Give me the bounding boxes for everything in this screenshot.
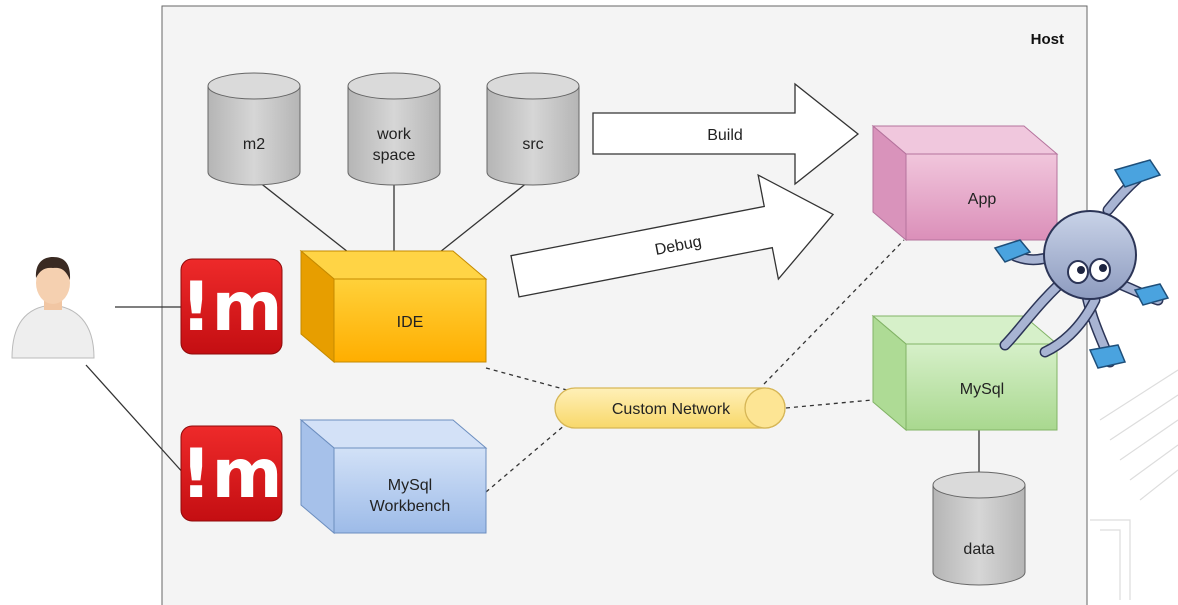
workspace-storage: work space	[347, 72, 441, 186]
workbench-label-line1: MySql	[388, 477, 432, 494]
workspace-label-line1: work	[376, 126, 412, 143]
launcher-text: !m	[181, 268, 283, 347]
app-label: App	[968, 191, 997, 208]
src-ide-link	[439, 177, 534, 253]
ide-node[interactable]: IDE	[299, 249, 488, 364]
user-avatar-icon	[11, 257, 95, 359]
data-storage: data	[932, 471, 1026, 586]
docker-octopus-icon	[993, 159, 1170, 369]
red-launcher-icon[interactable]: !m	[180, 258, 283, 355]
custom-network: Custom Network	[554, 387, 786, 429]
src-label: src	[522, 136, 543, 153]
network-app-link	[763, 239, 905, 385]
user-workbench-launcher-link	[85, 364, 186, 476]
network-links	[485, 239, 905, 493]
red-launcher-icon[interactable]: !m	[180, 425, 283, 522]
workbench-label-line2: Workbench	[370, 498, 451, 515]
mysql-workbench-node[interactable]: MySql Workbench	[299, 418, 488, 535]
custom-network-label: Custom Network	[612, 401, 731, 418]
data-label: data	[963, 541, 994, 558]
m2-ide-link	[253, 177, 349, 253]
host-label: Host	[1031, 31, 1064, 48]
app-node[interactable]: App	[871, 124, 1059, 242]
debug-arrow: Debug	[510, 173, 835, 298]
connections	[85, 177, 980, 478]
ide-network-link	[485, 367, 568, 391]
workspace-label-line2: space	[373, 147, 416, 164]
network-mysql-link	[785, 399, 873, 409]
build-arrow: Build	[592, 82, 860, 186]
workbench-network-link	[485, 423, 567, 493]
mysql-label: MySql	[960, 381, 1004, 398]
build-label: Build	[707, 127, 743, 144]
launcher-text: !m	[181, 435, 283, 514]
m2-label: m2	[243, 136, 265, 153]
ide-label: IDE	[397, 314, 424, 331]
src-storage: src	[486, 72, 580, 186]
background-pattern	[1090, 369, 1178, 600]
mysql-node[interactable]: MySql	[871, 314, 1059, 432]
m2-storage: m2	[207, 72, 301, 186]
